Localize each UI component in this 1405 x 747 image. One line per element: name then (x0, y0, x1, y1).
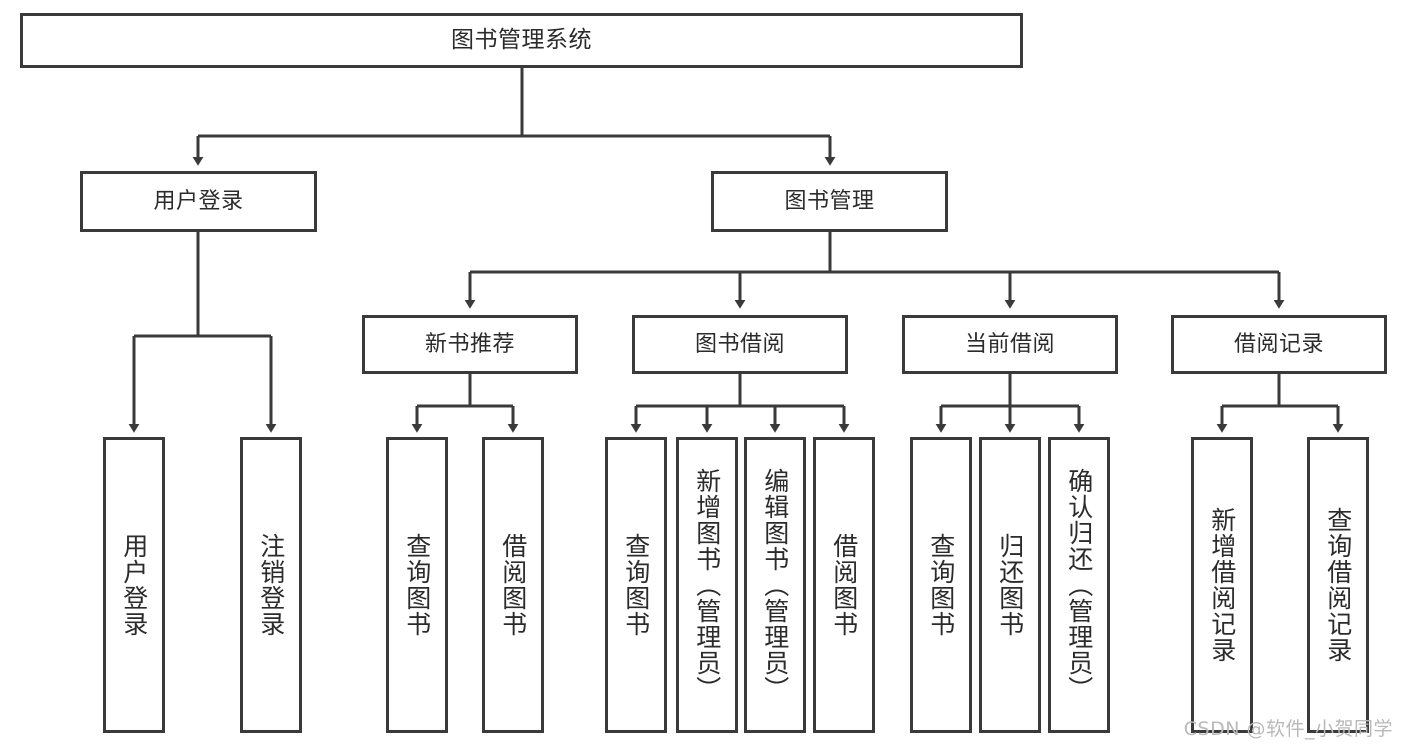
node-label: 新增图书（管理员） (692, 468, 722, 702)
leaf-query-book-recommend[interactable]: 查询图书 (386, 437, 448, 733)
leaf-query-book-current[interactable]: 查询图书 (910, 437, 972, 733)
node-user-login[interactable]: 用户登录 (80, 171, 317, 232)
leaf-add-borrow-record[interactable]: 新增借阅记录 (1191, 437, 1253, 733)
node-label: 编辑图书（管理员） (760, 468, 790, 702)
node-label: 新书推荐 (424, 331, 515, 357)
node-label: 图书借阅 (694, 331, 785, 357)
node-label: 借阅图书 (829, 533, 859, 637)
node-label: 查询图书 (621, 533, 651, 637)
leaf-return-book[interactable]: 归还图书 (979, 437, 1041, 733)
node-label: 借阅图书 (498, 533, 528, 637)
node-label: 注销登录 (256, 533, 286, 637)
node-label: 查询图书 (402, 533, 432, 637)
node-label: 归还图书 (995, 533, 1025, 637)
node-label: 确认归还（管理员） (1064, 468, 1094, 702)
node-label: 用户登录 (119, 533, 149, 637)
node-label: 用户登录 (153, 188, 244, 214)
leaf-add-book[interactable]: 新增图书（管理员） (676, 437, 738, 733)
leaf-confirm-return[interactable]: 确认归还（管理员） (1048, 437, 1110, 733)
leaf-edit-book[interactable]: 编辑图书（管理员） (744, 437, 806, 733)
node-book-borrow[interactable]: 图书借阅 (632, 315, 848, 374)
node-label: 新增借阅记录 (1207, 507, 1237, 663)
node-new-book-recommend[interactable]: 新书推荐 (362, 315, 578, 374)
node-label: 当前借阅 (964, 331, 1055, 357)
node-label: 图书管理 (784, 188, 875, 214)
node-current-borrow[interactable]: 当前借阅 (902, 315, 1118, 374)
leaf-logout-login[interactable]: 注销登录 (240, 437, 302, 733)
leaf-query-book-borrow[interactable]: 查询图书 (605, 437, 667, 733)
node-book-management[interactable]: 图书管理 (711, 171, 948, 232)
node-borrow-record[interactable]: 借阅记录 (1171, 315, 1387, 374)
node-label: 查询图书 (926, 533, 956, 637)
watermark-text: CSDN @软件_小贺同学 (1183, 718, 1393, 740)
leaf-user-login[interactable]: 用户登录 (103, 437, 165, 733)
node-label: 借阅记录 (1233, 331, 1324, 357)
node-label: 查询借阅记录 (1323, 507, 1353, 663)
leaf-borrow-book-recommend[interactable]: 借阅图书 (482, 437, 544, 733)
leaf-query-borrow-record[interactable]: 查询借阅记录 (1307, 437, 1369, 733)
node-label: 图书管理系统 (451, 27, 592, 54)
node-root-system[interactable]: 图书管理系统 (20, 13, 1023, 68)
leaf-borrow-book[interactable]: 借阅图书 (813, 437, 875, 733)
